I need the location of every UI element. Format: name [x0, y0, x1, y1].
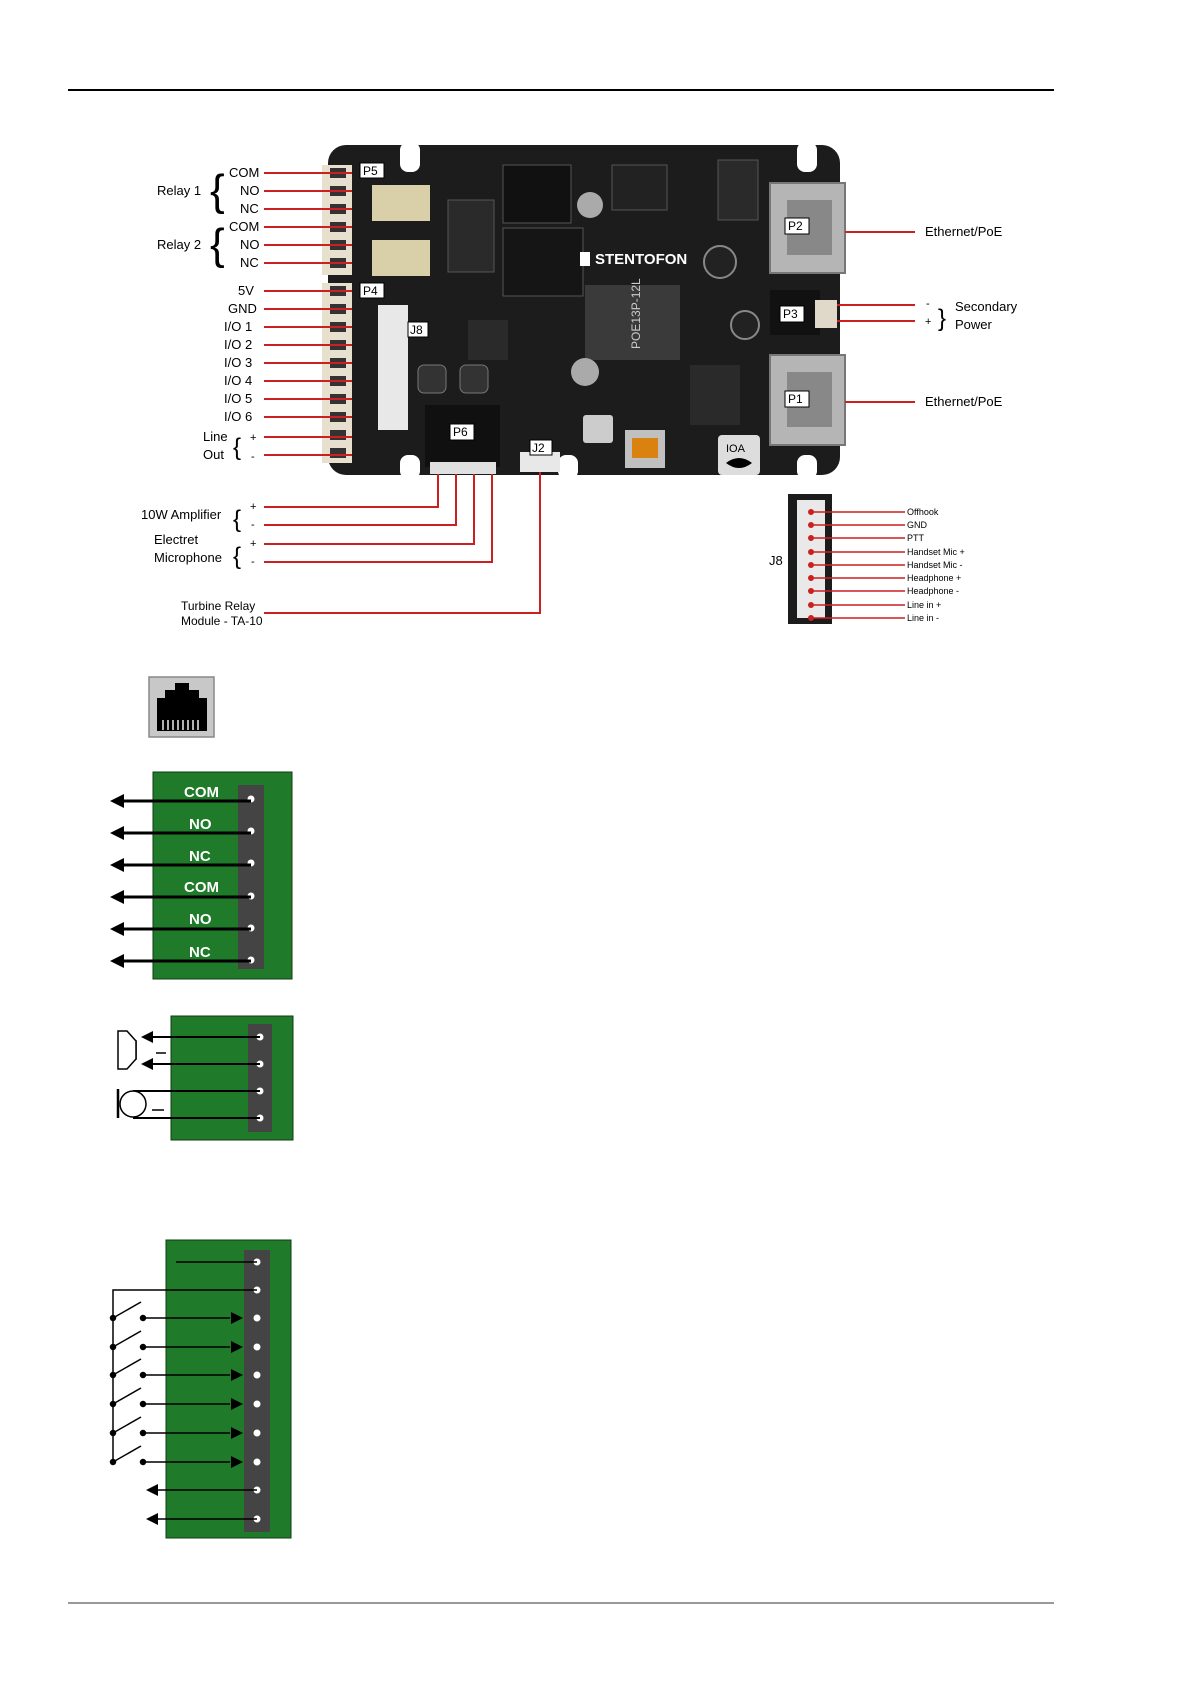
right-wires — [837, 231, 915, 403]
relay-pin-nc-2: NC — [189, 944, 211, 961]
j8-pin-headphone-plus: Headphone + — [907, 573, 961, 583]
relay-pin-nc-1: NC — [189, 848, 211, 865]
j8-pin-gnd: GND — [907, 520, 928, 530]
ethernet-poe-bottom-label: Ethernet/PoE — [925, 394, 1003, 409]
amplifier-label: 10W Amplifier — [141, 507, 222, 522]
line-out-label-2: Out — [203, 447, 224, 462]
mic-brace: { — [233, 543, 241, 570]
secondary-minus: - — [926, 298, 930, 310]
p5-header — [322, 165, 352, 275]
pin-label-5v: 5V — [238, 283, 254, 298]
pin-label-nc-1: NC — [240, 201, 259, 216]
j8-pin-line-in-plus: Line in + — [907, 600, 941, 610]
relay-1-label: Relay 1 — [157, 183, 201, 198]
line-out-label-1: Line — [203, 429, 228, 444]
header-rule — [68, 89, 1054, 91]
bottom-wires — [264, 472, 541, 614]
relay-pin-no-1: NO — [189, 816, 212, 833]
tag-p6: P6 — [449, 423, 475, 441]
secondary-label-2: Power — [955, 317, 993, 332]
svg-text:P5: P5 — [363, 164, 378, 178]
relay-pin-com-1: COM — [184, 784, 219, 801]
brand-text: STENTOFON — [595, 251, 687, 268]
pin-label-gnd: GND — [228, 301, 257, 316]
svg-text:P3: P3 — [783, 307, 798, 321]
poe-chip — [585, 285, 680, 360]
pin-label-com-1: COM — [229, 165, 259, 180]
microphone-icon — [116, 1089, 147, 1118]
left-pin-wires — [264, 172, 352, 456]
audio-connector-diagram — [116, 1015, 294, 1141]
pin-label-io6: I/O 6 — [224, 409, 252, 424]
pin-label-no-1: NO — [240, 183, 260, 198]
line-out-brace: { — [233, 434, 241, 461]
speaker-icon — [117, 1030, 137, 1070]
secondary-brace: } — [938, 305, 946, 332]
svg-text:P1: P1 — [788, 392, 803, 406]
tag-p2: P2 — [784, 217, 810, 235]
pin-label-nc-2: NC — [240, 255, 259, 270]
turbine-label-2: Module - TA-10 — [181, 614, 263, 628]
relay-pin-no-2: NO — [189, 911, 212, 928]
switch-icons — [109, 1301, 147, 1466]
tag-p1: P1 — [784, 390, 810, 408]
tag-p3: P3 — [779, 305, 805, 323]
secondary-plus: + — [925, 316, 931, 328]
ioa-text: IOA — [726, 443, 746, 455]
tag-j2: J2 — [529, 439, 553, 456]
j8-pin-handset-mic-minus: Handset Mic - — [907, 560, 963, 570]
svg-text:J2: J2 — [532, 441, 545, 455]
line-out-plus: + — [250, 432, 256, 444]
pin-label-io1: I/O 1 — [224, 319, 252, 334]
j8-pin-headphone-minus: Headphone - — [907, 586, 959, 596]
mic-minus: - — [251, 556, 255, 568]
ethernet-poe-top-label: Ethernet/PoE — [925, 224, 1003, 239]
pin-label-io3: I/O 3 — [224, 355, 252, 370]
footer-rule — [68, 1602, 1054, 1604]
line-out-minus: - — [251, 451, 255, 463]
svg-text:J8: J8 — [410, 323, 423, 337]
poe-chip-text: POE13P-12L — [629, 278, 643, 349]
relay-2-label: Relay 2 — [157, 237, 201, 252]
svg-text:P4: P4 — [363, 284, 378, 298]
tag-p5: P5 — [359, 162, 385, 179]
j8-pin-handset-mic-plus: Handset Mic + — [907, 547, 965, 557]
turbine-label-1: Turbine Relay — [181, 599, 255, 613]
amplifier-minus: - — [251, 519, 255, 531]
j8-detail-label: J8 — [769, 553, 783, 568]
j8-pin-line-in-minus: Line in - — [907, 613, 939, 623]
rj45-icon — [148, 676, 215, 738]
j8-pin-offhook: Offhook — [907, 507, 939, 517]
pin-label-io2: I/O 2 — [224, 337, 252, 352]
svg-text:P2: P2 — [788, 219, 803, 233]
relay-1-brace: { — [210, 166, 225, 215]
pin-label-io4: I/O 4 — [224, 373, 252, 388]
j8-detail-wires — [811, 511, 905, 619]
relay-2-component — [372, 240, 430, 276]
pin-label-io5: I/O 5 — [224, 391, 252, 406]
io-connector-diagram — [109, 1239, 292, 1539]
j8-connector-board — [378, 305, 408, 430]
mic-label-2: Microphone — [154, 550, 222, 565]
amplifier-brace: { — [233, 506, 241, 533]
tag-p4: P4 — [359, 282, 385, 299]
mic-plus: + — [250, 538, 256, 550]
relay-connector-diagram: COM NO NC COM NO NC — [110, 771, 293, 980]
pin-label-no-2: NO — [240, 237, 260, 252]
relay-1-component — [372, 185, 430, 221]
svg-text:P6: P6 — [453, 425, 468, 439]
pin-label-com-2: COM — [229, 219, 259, 234]
mic-label-1: Electret — [154, 532, 198, 547]
secondary-label-1: Secondary — [955, 299, 1018, 314]
relay-2-brace: { — [210, 220, 225, 269]
tag-j8: J8 — [407, 321, 429, 338]
relay-pin-com-2: COM — [184, 879, 219, 896]
j8-pin-ptt: PTT — [907, 533, 925, 543]
amplifier-plus: + — [250, 501, 256, 513]
